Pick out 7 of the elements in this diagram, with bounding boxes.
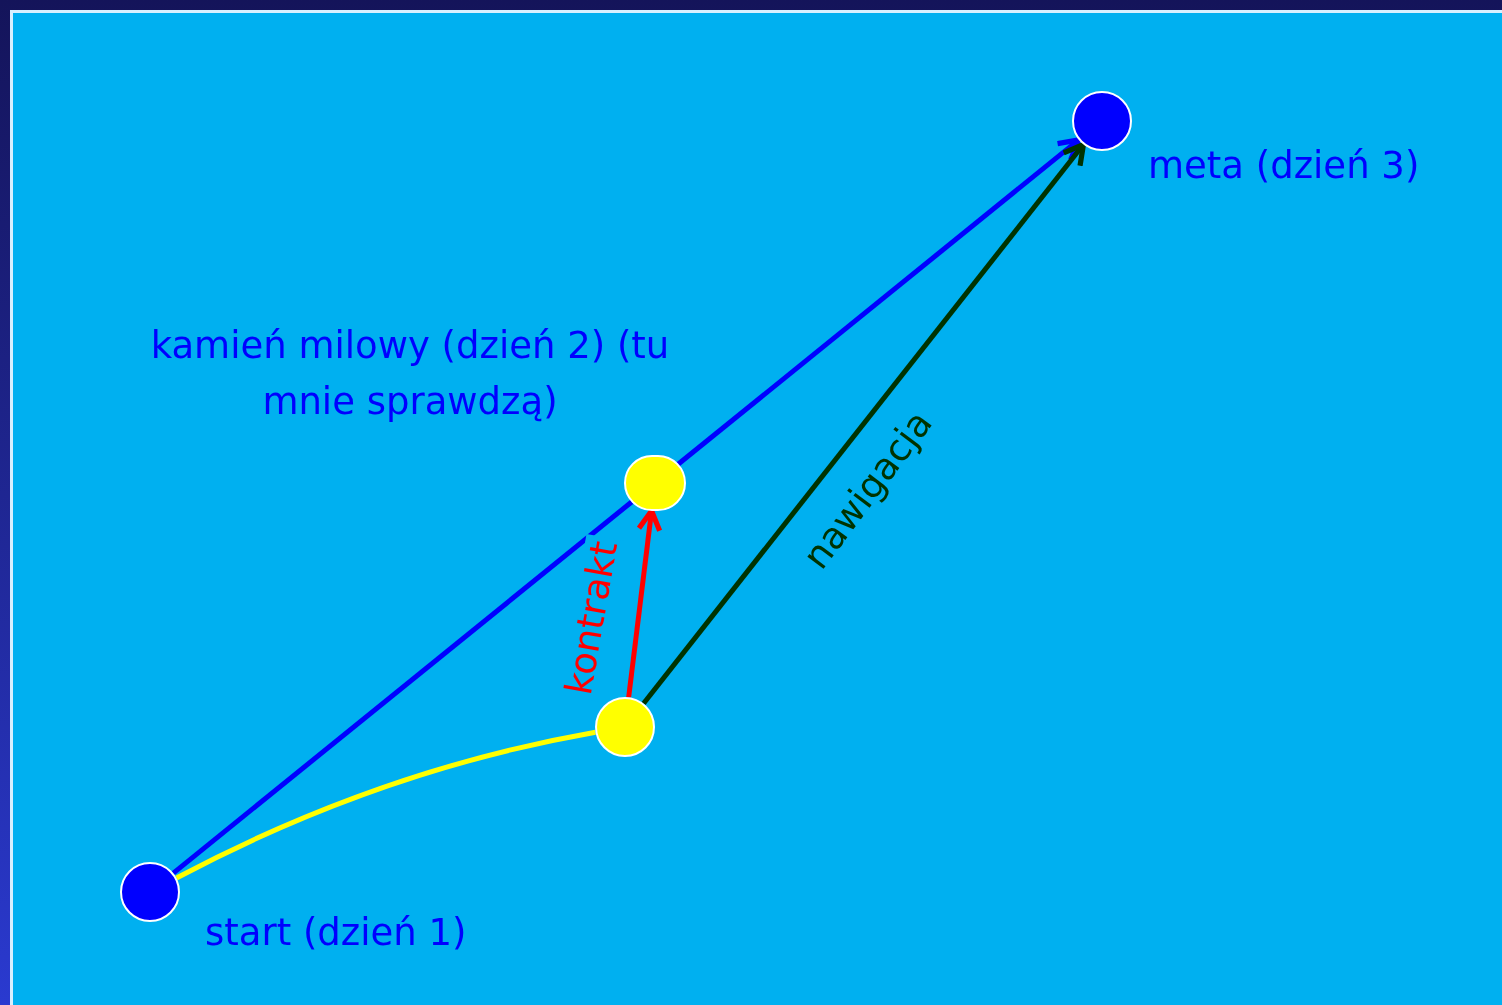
point-label: start (dzień 1) bbox=[205, 910, 468, 956]
connector-line bbox=[171, 499, 634, 876]
arrow bbox=[641, 141, 1087, 705]
point-label: meta (dzień 3) bbox=[1148, 143, 1421, 189]
connector-line bbox=[175, 729, 596, 881]
point-label: kamień milowy (dzień 2) (tu mnie sprawdzą) bbox=[149, 323, 671, 425]
arrow bbox=[676, 137, 1082, 467]
